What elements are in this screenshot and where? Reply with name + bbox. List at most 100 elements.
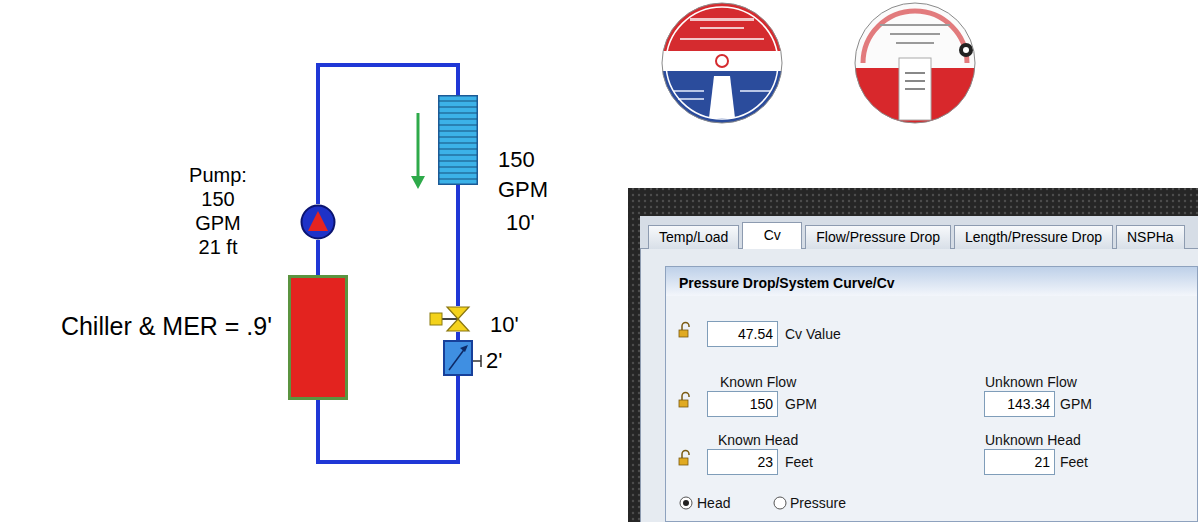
coil-outline xyxy=(438,95,478,185)
wheel-print xyxy=(896,42,934,44)
control-valve: 10' xyxy=(446,306,470,332)
wheel-print xyxy=(680,38,764,40)
pump-triangle xyxy=(308,211,328,231)
tab-label: Length/Pressure Drop xyxy=(965,226,1102,248)
unit-label: GPM xyxy=(1060,395,1092,413)
chiller-label: Chiller & MER = .9' xyxy=(61,311,272,341)
field-label: Unknown Head xyxy=(985,431,1081,449)
tab-panel xyxy=(641,249,1198,522)
wheel-outline xyxy=(855,3,975,123)
valve-actuator xyxy=(430,313,442,325)
coil-body xyxy=(439,96,478,185)
wheel-print xyxy=(905,80,925,82)
radio-button xyxy=(680,497,692,509)
pump-outline xyxy=(300,204,336,240)
lock-shackle xyxy=(682,323,689,331)
radio-label: Head xyxy=(697,494,730,512)
coil-fin xyxy=(439,148,477,149)
coil-fin xyxy=(439,106,477,107)
coil-fin xyxy=(439,124,477,125)
pipe xyxy=(318,65,458,204)
coil-fin xyxy=(439,160,477,161)
lock-icon xyxy=(679,393,689,408)
wheel-print xyxy=(674,90,704,92)
tab-selected: Cv xyxy=(742,222,802,249)
valve-half xyxy=(447,307,469,319)
unit-label: GPM xyxy=(785,395,817,413)
window-background xyxy=(628,188,1198,522)
wheel-outline xyxy=(662,3,782,123)
group-box: Pressure Drop/System Curve/Cv 47.54 150 143… xyxy=(665,266,1198,522)
group-heading: Pressure Drop/System Curve/Cv xyxy=(679,274,895,292)
lock-icon xyxy=(679,451,689,465)
pipe xyxy=(456,332,460,340)
coil-fin xyxy=(439,112,477,113)
field-value: 143.34 xyxy=(989,392,1050,416)
valve-outline xyxy=(446,306,470,332)
field-label: Known Flow xyxy=(720,373,796,391)
field-value: 150 xyxy=(712,392,773,416)
wheel-logo xyxy=(716,55,728,67)
pump-label: Pump: 150 GPM 21 ft xyxy=(186,163,250,259)
tab-label: NSPHa xyxy=(1127,226,1174,248)
coil-symbol: 150 GPM10' xyxy=(438,95,478,185)
coil-fin xyxy=(439,166,477,167)
tab-strip xyxy=(640,216,1198,522)
lock-body xyxy=(679,330,688,337)
field-label: Known Head xyxy=(718,431,798,449)
wheel-dial xyxy=(959,43,973,57)
chiller-box: Chiller & MER = .9' xyxy=(288,275,348,400)
meter-needle-head xyxy=(460,345,468,352)
pipe xyxy=(456,185,460,306)
wheel-print xyxy=(905,88,925,90)
field-label: Cv Value xyxy=(785,325,841,343)
wheel-ring xyxy=(863,11,967,63)
field-label: Unknown Flow xyxy=(985,373,1077,391)
wheel-window xyxy=(709,76,735,118)
tab: Temp/Load xyxy=(648,225,739,249)
head-loss-label: 2' xyxy=(486,348,502,374)
lock-shackle xyxy=(682,451,689,458)
wheel-print xyxy=(890,33,940,35)
tab: NSPHa xyxy=(1116,225,1185,249)
coil-fin xyxy=(439,178,477,179)
radio-label: Pressure xyxy=(790,494,846,512)
coil-fin xyxy=(439,154,477,155)
field-value: 21 xyxy=(989,450,1050,474)
wheel-print xyxy=(700,27,744,29)
flow-arrow xyxy=(417,113,420,178)
wheel-white-band xyxy=(660,51,784,71)
lock-icon xyxy=(679,323,689,338)
head-loss-label: 10' xyxy=(490,312,519,338)
valve-half xyxy=(447,319,469,331)
slide-rule-wheel xyxy=(660,0,784,127)
text-field: 23 xyxy=(707,449,778,475)
slide-rule-wheel xyxy=(853,0,977,127)
wheel-print xyxy=(678,98,704,100)
tab-label: Temp/Load xyxy=(659,226,728,248)
unit-label: Feet xyxy=(785,453,813,471)
wheel-slot xyxy=(899,58,931,120)
strainer-outline xyxy=(443,340,473,376)
tab-label: Flow/Pressure Drop xyxy=(816,226,940,248)
group-panel xyxy=(665,266,1198,522)
lock-body xyxy=(679,400,688,407)
flow-arrow-head xyxy=(411,176,425,189)
field-value: 47.54 xyxy=(712,322,773,346)
group-header-bar xyxy=(665,266,1198,296)
window-pattern xyxy=(628,188,1198,522)
unit-label: Feet xyxy=(1060,453,1088,471)
wheel-ring xyxy=(666,7,778,119)
text-field: 150 xyxy=(707,391,778,417)
coil-fin xyxy=(439,142,477,143)
wheel-dial xyxy=(963,47,969,53)
wheel-print xyxy=(690,18,754,21)
tab-label: Cv xyxy=(753,223,791,248)
text-field: 21 xyxy=(984,449,1055,475)
coil-fin xyxy=(439,130,477,131)
field-value: 23 xyxy=(712,450,773,474)
wheel-print xyxy=(905,72,925,74)
radio-button xyxy=(774,497,786,509)
coil-fin xyxy=(439,100,477,101)
head-loss-label: 10' xyxy=(506,208,535,238)
